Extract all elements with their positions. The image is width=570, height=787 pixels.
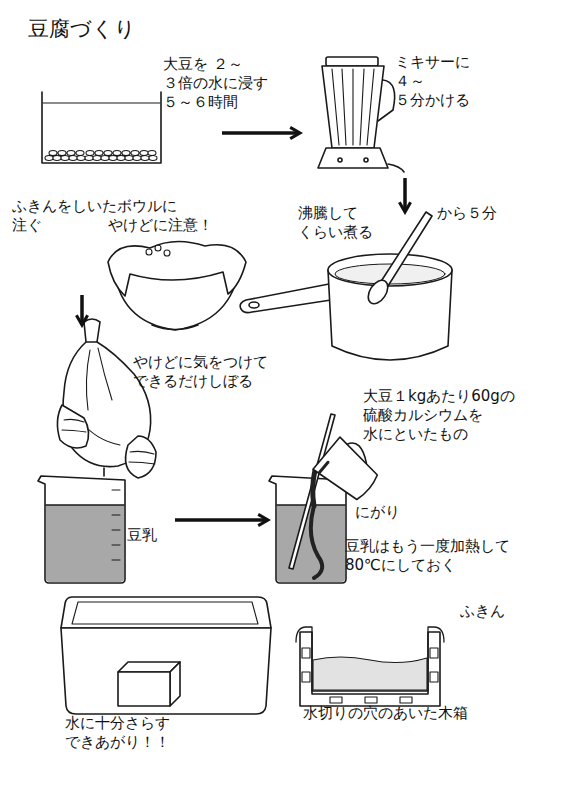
cloth-knot <box>84 319 100 344</box>
step-caption: やけどに注意！ <box>108 216 213 235</box>
pot-rim <box>328 254 452 286</box>
diagram-title: 豆腐づくり <box>28 16 136 42</box>
bowl-foot <box>152 325 198 330</box>
pot-handle-hole <box>249 302 259 308</box>
wooden-box <box>300 632 440 706</box>
beaker-scale <box>112 490 120 560</box>
bowl <box>114 265 240 330</box>
right-hand <box>126 436 156 478</box>
tofu-front <box>118 672 170 706</box>
beaker <box>38 476 125 583</box>
line-art <box>38 57 452 714</box>
pot-body <box>328 270 452 360</box>
cloth-in-bowl <box>108 241 246 296</box>
mixer-handle <box>378 80 395 121</box>
soy-pulp <box>146 245 170 256</box>
soaking-container <box>42 92 161 163</box>
step-caption: 沸騰して くらい煮る <box>298 204 373 242</box>
flow-arrow <box>80 295 84 325</box>
process-step: ふきん水切りの穴のあいた木箱 <box>295 600 557 732</box>
step-caption: ふきん <box>460 602 505 621</box>
cup-contents <box>320 462 328 472</box>
left-fingers <box>62 419 86 432</box>
step-caption: 大豆を ２～３倍の水に浸す ５～６時間 <box>163 55 268 112</box>
pot-handle <box>240 284 331 313</box>
process-step: 大豆を ２～３倍の水に浸す ５～６時間 <box>38 55 222 170</box>
flow-arrow <box>222 131 300 135</box>
step-caption: 豆乳 <box>127 526 157 545</box>
process-step: ミキサーに ４～５分かける <box>300 50 550 178</box>
right-fingers <box>129 451 155 464</box>
stirring-rod <box>289 414 335 569</box>
left-hand <box>57 405 88 448</box>
mixer-jar <box>322 66 384 148</box>
step-caption: 豆乳はもう一度加熱して 80℃にしておく <box>345 537 510 575</box>
beaker <box>269 476 346 583</box>
water-line <box>43 103 160 104</box>
step-caption: から５分 <box>437 204 497 223</box>
tofu-top <box>118 662 180 672</box>
step-caption: にがり <box>355 503 400 522</box>
cloth-folds <box>80 348 120 445</box>
mixer-lid <box>326 57 378 66</box>
process-step: 水に十分さらす できあがり！！ <box>55 590 280 760</box>
boiling-soy-slurry <box>335 264 445 284</box>
tofu-curd <box>313 657 427 690</box>
process-step: 沸騰して くらい煮るから５分 <box>238 212 555 370</box>
process-step: やけどに気をつけて できるだけしぼる <box>60 325 330 470</box>
drain-holes <box>302 648 438 703</box>
tub-front <box>61 628 271 714</box>
pouring-cup <box>313 433 386 505</box>
mixer-cord <box>388 164 404 172</box>
mixer-knobs <box>338 158 368 162</box>
process-step: ふきんをしいたボウルに 注ぐやけどに注意！ <box>10 197 235 295</box>
tub-opening <box>72 602 258 624</box>
step-caption: ミキサーに ４～５分かける <box>395 53 470 110</box>
lining-cloth <box>296 627 444 691</box>
soy-milk <box>277 505 345 582</box>
flow-arrow <box>175 518 268 522</box>
process-step: 大豆１kgあたり60gの 硫酸カルシウムを 水にといたものにがり豆乳はもう一度加… <box>268 385 563 585</box>
nigari-stream <box>313 470 315 506</box>
soy-milk <box>46 505 124 582</box>
spatula-handle <box>380 212 432 286</box>
process-step: 豆乳 <box>35 474 175 586</box>
step-caption: 大豆１kgあたり60gの 硫酸カルシウムを 水にといたもの <box>363 387 515 444</box>
spatula-blade <box>364 277 392 308</box>
liquid-surface <box>46 504 124 506</box>
tub-rim <box>61 597 271 628</box>
step-caption: 水切りの穴のあいた木箱 <box>303 704 468 723</box>
step-caption: 水に十分さらす できあがり！！ <box>65 714 170 752</box>
tofu-side <box>170 662 180 706</box>
flow-arrow <box>403 178 407 212</box>
nigari-swirl <box>311 506 322 578</box>
cup-body <box>313 437 383 505</box>
step-caption: やけどに気をつけて できるだけしぼる <box>133 353 268 391</box>
soy-milk-drips <box>103 468 104 486</box>
mixer-base <box>318 148 388 168</box>
soy-beans <box>45 151 157 161</box>
mixer-stripes <box>332 69 374 145</box>
liquid-surface <box>277 504 345 506</box>
